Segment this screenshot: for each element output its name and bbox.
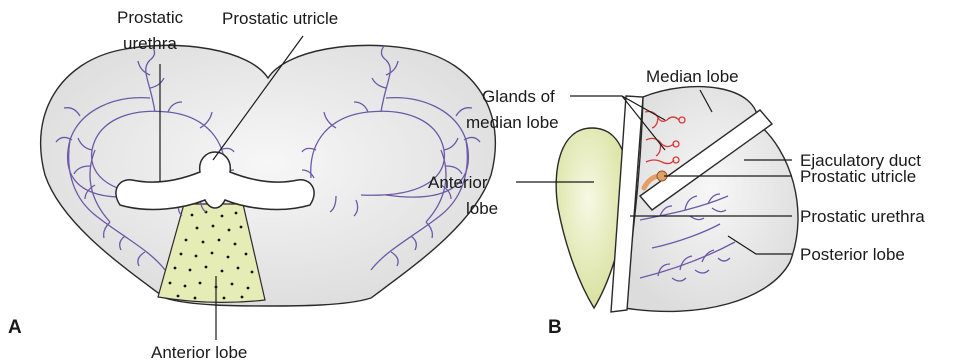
panel-a: Prostatic urethra Prostatic utricle Ante… [8,8,495,362]
label-anterior-lobe-b-line2: lobe [466,199,498,218]
label-prostatic-utricle-a: Prostatic utricle [222,9,338,28]
panel-b: Median lobe Glands of median lobe Anteri… [428,67,925,338]
label-prostatic-urethra-line1: Prostatic [117,8,184,27]
label-posterior-lobe: Posterior lobe [800,245,905,264]
label-glands-line2: median lobe [466,113,559,132]
label-anterior-lobe-a: Anterior lobe [151,343,247,362]
label-anterior-lobe-b-line1: Anterior [428,173,488,192]
panel-letter-b: B [548,317,562,338]
label-prostatic-urethra-line2: urethra [123,34,177,53]
panel-letter-a: A [8,317,22,338]
label-prostatic-urethra-b: Prostatic urethra [800,207,925,226]
label-glands-line1: Glands of [482,87,555,106]
label-median-lobe: Median lobe [646,67,739,86]
label-prostatic-utricle-b: Prostatic utricle [800,167,916,186]
